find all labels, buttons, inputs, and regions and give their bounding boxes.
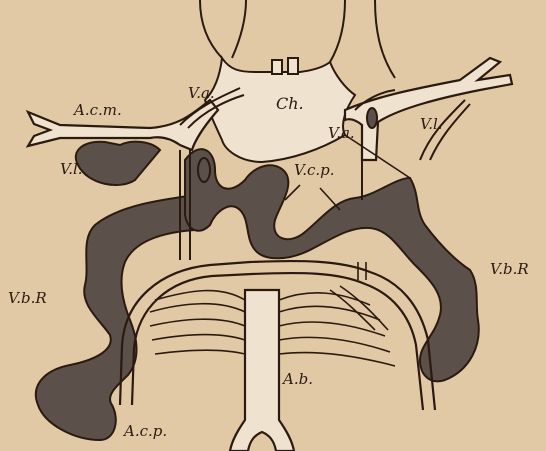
label-arteria-basilaris: A.b. bbox=[283, 372, 313, 387]
label-vena-anterior-right: V.a. bbox=[328, 126, 355, 141]
label-chiasm: Ch. bbox=[276, 96, 304, 112]
label-arteria-cerebri-media: A.c.m. bbox=[74, 103, 122, 118]
label-arteria-cerebri-posterior: A.c.p. bbox=[124, 424, 167, 439]
label-vena-lateralis-right: V.l. bbox=[420, 117, 443, 132]
label-vena-anterior-left: V.a. bbox=[188, 86, 215, 101]
vein-cross-section-right bbox=[367, 108, 377, 128]
vein-cross-section-left bbox=[198, 158, 210, 182]
label-vena-basalis-rosenthal-right: V.b.R bbox=[490, 262, 529, 277]
label-vena-basalis-rosenthal-left: V.b.R bbox=[8, 291, 47, 306]
label-vena-lateralis-left: V.l. bbox=[60, 162, 83, 177]
label-vena-cerebri-posterior: V.c.p. bbox=[294, 163, 335, 178]
